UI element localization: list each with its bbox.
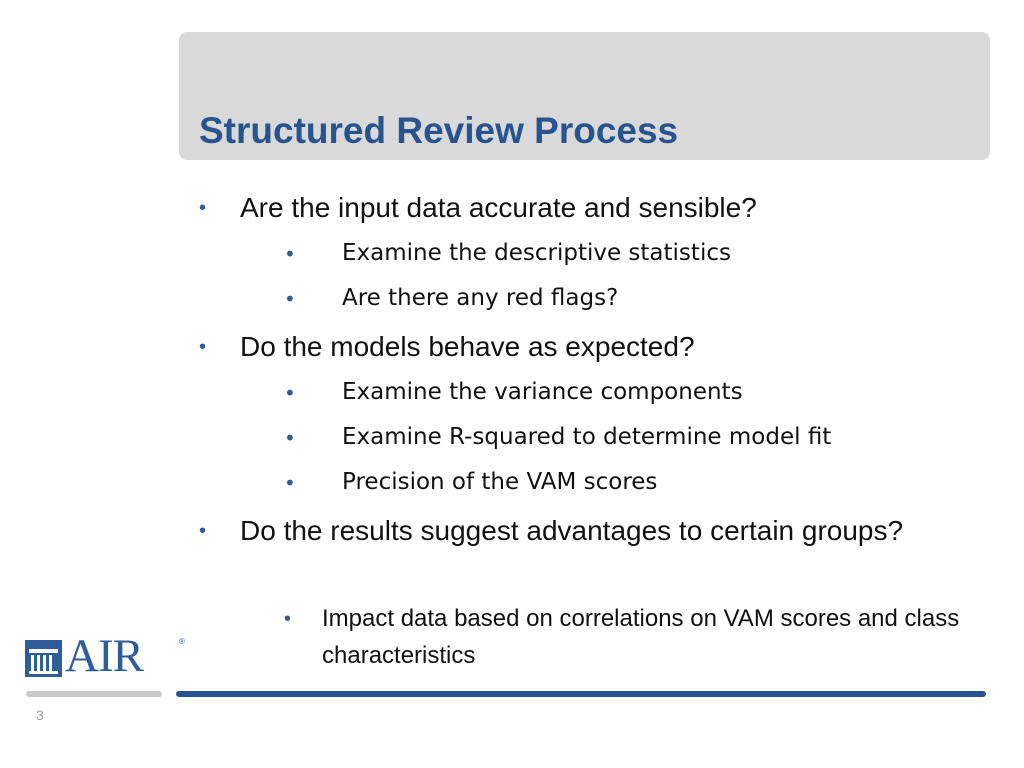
sub-bullet-text: Examine R-squared to determine model fit: [342, 424, 832, 450]
bullet-icon: •: [284, 242, 296, 266]
sub-bullet-text: Precision of the VAM scores: [342, 469, 658, 495]
bullet-item: • Do the results suggest advantages to c…: [199, 512, 940, 549]
bullet-icon: •: [284, 426, 296, 450]
air-logo: AIR ®: [25, 631, 185, 681]
bullet-item: • Do the models behave as expected?: [199, 328, 695, 365]
bullet-icon: •: [284, 471, 296, 495]
column-building-icon: [25, 640, 62, 677]
sub-bullet-text: Examine the variance components: [342, 379, 743, 405]
footer-rule-blue: [176, 691, 986, 697]
slide-content: • Are the input data accurate and sensib…: [199, 189, 987, 674]
sub-bullet-item: • Examine R-squared to determine model f…: [284, 419, 832, 455]
bullet-item: • Are the input data accurate and sensib…: [199, 189, 757, 226]
footer-rule-gray: [26, 691, 162, 697]
registered-mark: ®: [179, 637, 185, 646]
sub-bullet-item: • Are there any red flags?: [284, 280, 619, 316]
sub-bullet-text: Impact data based on correlations on VAM…: [322, 605, 960, 669]
bullet-text: Do the results suggest advantages to cer…: [240, 515, 904, 546]
sub-bullet-item: • Precision of the VAM scores: [284, 464, 658, 500]
sub-bullet-text: Are there any red flags?: [342, 285, 619, 311]
bullet-text: Do the models behave as expected?: [240, 331, 695, 362]
title-bar: Structured Review Process: [179, 32, 990, 160]
page-number: 3: [36, 707, 44, 723]
sub-bullet-item: • Impact data based on correlations on V…: [284, 600, 987, 674]
bullet-icon: •: [199, 336, 207, 358]
sub-bullet-text: Examine the descriptive statistics: [342, 240, 731, 266]
bullet-icon: •: [284, 608, 292, 630]
sub-bullet-item: • Examine the descriptive statistics: [284, 235, 731, 271]
slide-title: Structured Review Process: [199, 110, 679, 151]
bullet-icon: •: [284, 287, 296, 311]
bullet-icon: •: [284, 381, 296, 405]
bullet-text: Are the input data accurate and sensible…: [240, 192, 757, 223]
logo-text: AIR: [65, 630, 144, 682]
bullet-icon: •: [199, 197, 207, 219]
sub-bullet-item: • Examine the variance components: [284, 374, 743, 410]
bullet-icon: •: [199, 520, 207, 542]
